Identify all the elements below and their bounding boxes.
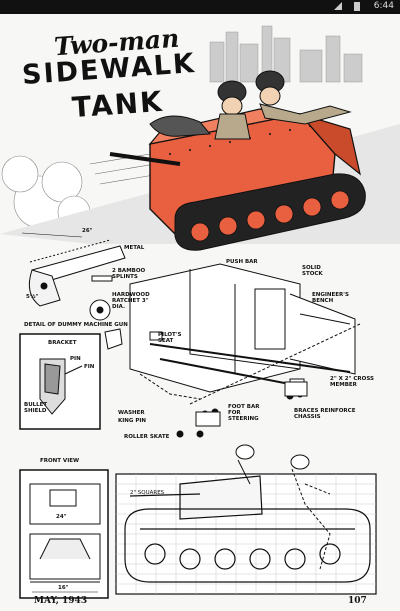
label-metal: METAL: [124, 245, 145, 251]
status-bar: 6:44: [0, 0, 400, 14]
label-bullet-shield: BULLET SHIELD: [24, 402, 48, 414]
label-king-pin: KING PIN: [118, 418, 147, 424]
label-bamboo: 2 BAMBOO SPLINTS: [112, 268, 146, 280]
battery-icon: [354, 2, 360, 11]
label-solid-stock: SOLID STOCK: [302, 265, 323, 277]
label-bracket: BRACKET: [48, 340, 77, 346]
soldier-outline: [290, 454, 331, 570]
label-dim-16: 16": [58, 585, 69, 591]
footer-page-number: 107: [348, 596, 367, 606]
soldier-outline-left: [235, 444, 255, 485]
footer-date: MAY, 1943: [34, 596, 88, 606]
label-foot-bar: FOOT BAR FOR STEERING: [228, 404, 260, 422]
label-engineers-bench: ENGINEER'S BENCH: [312, 292, 349, 304]
title-line-3: TANK: [70, 84, 165, 125]
bracket-inset: [19, 333, 101, 430]
label-cross-member: 2" X 2" CROSS MEMBER: [330, 376, 374, 388]
label-pilots-seat: PILOT'S SEAT: [158, 332, 182, 344]
label-push-bar: PUSH BAR: [226, 259, 258, 265]
label-ratchet: HARDWOOD RATCHET 3" DIA.: [112, 292, 150, 310]
label-roller-skate: ROLLER SKATE: [124, 434, 170, 440]
label-squares: 2" SQUARES: [130, 490, 165, 496]
chassis-diagram: [104, 263, 361, 438]
label-fin: FIN: [84, 364, 95, 370]
label-pin: PIN: [70, 356, 81, 362]
status-time: 6:44: [373, 1, 394, 11]
machine-gun-detail: [28, 239, 126, 321]
label-dim-5half: 5½": [26, 294, 39, 300]
front-view-box: [19, 469, 109, 599]
label-dim-26: 26": [82, 228, 93, 234]
label-front-view: FRONT VIEW: [40, 458, 80, 464]
city-skyline: [209, 25, 363, 83]
label-dim-24: 24": [56, 514, 67, 520]
signal-icon: [334, 2, 342, 10]
magazine-page: Two-man SIDEWALK TANK 26" METAL 2 BAMBOO…: [0, 14, 400, 611]
label-braces: BRACES REINFORCE CHASSIS: [294, 408, 356, 420]
label-detail: DETAIL OF DUMMY MACHINE GUN: [24, 322, 128, 328]
label-washer: WASHER: [118, 410, 145, 416]
kids-figures: [149, 70, 352, 140]
page-illustrations: [0, 25, 400, 599]
side-view-grid: [115, 444, 377, 595]
